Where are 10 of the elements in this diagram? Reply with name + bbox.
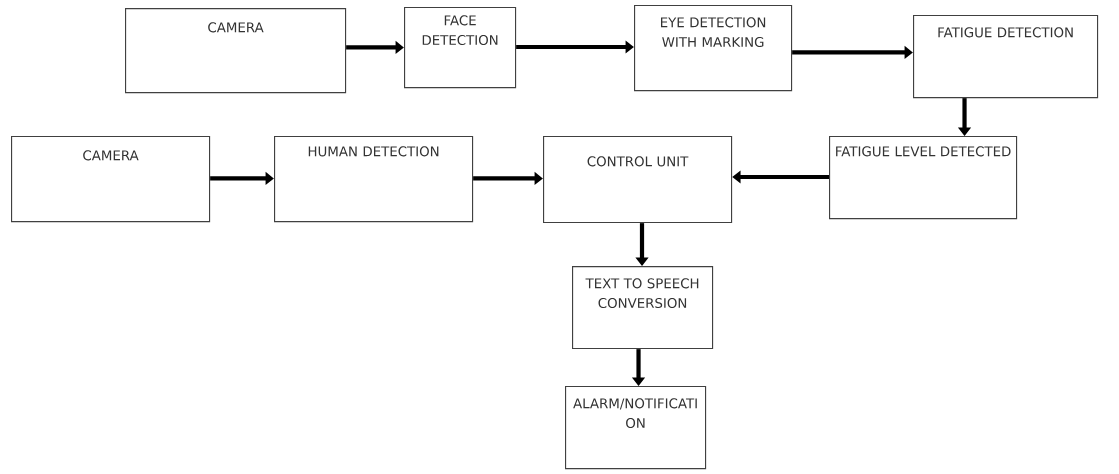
process-box: HUMAN DETECTION [274, 136, 474, 223]
process-box: TEXT TO SPEECH CONVERSION [572, 266, 714, 350]
process-box: ALARM/NOTIFICATI ON [565, 386, 707, 470]
process-box: CAMERA [125, 8, 347, 94]
process-box: CAMERA [11, 136, 211, 223]
process-box: FATIGUE DETECTION [913, 15, 1099, 99]
process-box: CONTROL UNIT [543, 136, 733, 224]
process-box: EYE DETECTION WITH MARKING [634, 5, 793, 92]
process-box: FATIGUE LEVEL DETECTED [829, 136, 1018, 220]
process-box: FACE DETECTION [404, 7, 517, 89]
